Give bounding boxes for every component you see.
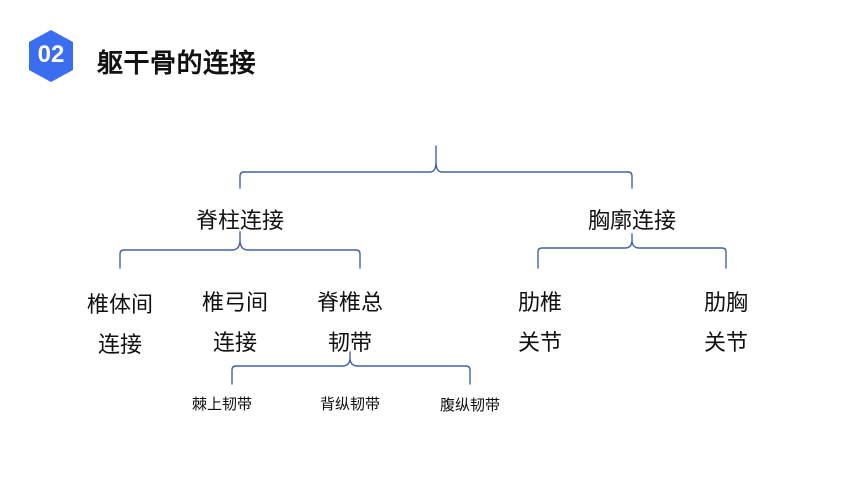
node-line: 椎弓间 [201, 291, 268, 316]
node-line: 肋胸 [703, 291, 748, 316]
group-label: 胸廓连接 [587, 209, 676, 234]
root-brace [239, 145, 633, 189]
section-number-badge: 02 [27, 28, 75, 84]
node-line: 连接 [97, 333, 142, 358]
node-line: 连接 [212, 331, 257, 356]
section-number: 02 [37, 41, 65, 68]
hexagon-badge-icon [29, 30, 73, 82]
node-vertebral-arch-connection: 椎弓间 连接 [185, 284, 285, 364]
node-line: 关节 [517, 331, 562, 356]
ligament-group-brace [231, 351, 471, 385]
thorax-group-brace [537, 233, 727, 269]
node-sternocostal-joint: 肋胸 关节 [676, 284, 776, 364]
node-line: 背纵韧带 [319, 395, 380, 413]
node-costovertebral-joint: 肋椎 关节 [490, 284, 590, 364]
group-label: 脊柱连接 [195, 209, 284, 234]
node-line: 脊椎总 [316, 291, 383, 316]
group-thorax-connection: 胸廓连接 [562, 208, 702, 236]
node-line: 韧带 [327, 331, 372, 356]
node-line: 肋椎 [517, 291, 562, 316]
page-title: 躯干骨的连接 [97, 49, 257, 79]
node-line: 椎体间 [86, 293, 153, 318]
group-spine-connection: 脊柱连接 [170, 208, 310, 236]
node-supraspinous-ligament: 棘上韧带 [172, 394, 272, 414]
node-vertebral-body-connection: 椎体间 连接 [70, 286, 170, 366]
node-line: 腹纵韧带 [439, 396, 500, 414]
node-line: 关节 [703, 331, 748, 356]
spine-group-brace [119, 231, 361, 269]
node-anterior-longitudinal-ligament: 腹纵韧带 [420, 395, 520, 415]
node-line: 棘上韧带 [191, 395, 252, 413]
node-spinal-ligaments: 脊椎总 韧带 [300, 284, 400, 364]
node-posterior-longitudinal-ligament: 背纵韧带 [300, 394, 400, 414]
